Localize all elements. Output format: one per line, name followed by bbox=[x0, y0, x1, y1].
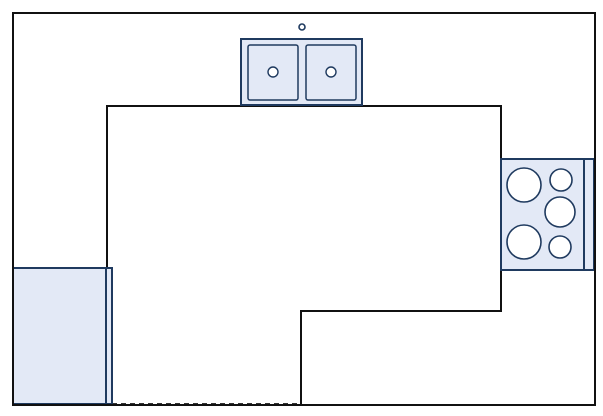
cooktop-icon bbox=[500, 158, 595, 271]
refrigerator-body bbox=[12, 267, 113, 405]
room-outline-top bbox=[12, 12, 596, 406]
faucet-icon bbox=[298, 23, 306, 31]
burner-small-top bbox=[549, 168, 573, 192]
refrigerator-icon bbox=[12, 267, 113, 405]
burner-large-right bbox=[544, 196, 576, 228]
sink-icon bbox=[240, 38, 363, 106]
sink-drain-right bbox=[325, 66, 337, 78]
burner-large-top bbox=[506, 167, 542, 203]
sink-drain-left bbox=[267, 66, 279, 78]
burner-large-bottom bbox=[506, 224, 542, 260]
burner-small-bottom bbox=[548, 235, 572, 259]
